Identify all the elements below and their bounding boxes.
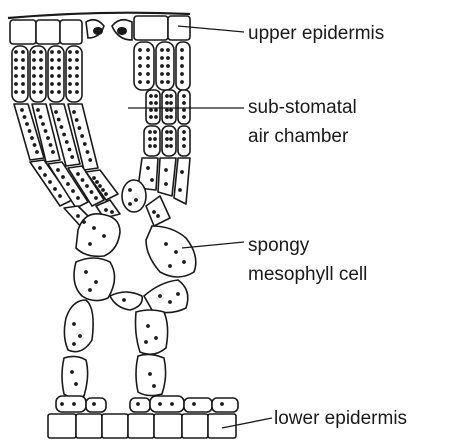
label-spongy-1: spongy [248,235,310,256]
label-sub-stomatal-2: air chamber [248,126,349,147]
label-spongy-2: mesophyll cell [248,264,367,285]
right-palisade-cells [122,42,190,226]
label-sub-stomatal-1: sub-stomatal [248,97,357,118]
lower-epidermis-cells [48,414,236,438]
left-palisade-cells [12,46,120,228]
label-upper-epidermis: upper epidermis [248,23,384,44]
label-lower-epidermis: lower epidermis [274,408,407,429]
spongy-mesophyll-cells [56,214,238,412]
upper-epidermis-cells [8,13,190,44]
